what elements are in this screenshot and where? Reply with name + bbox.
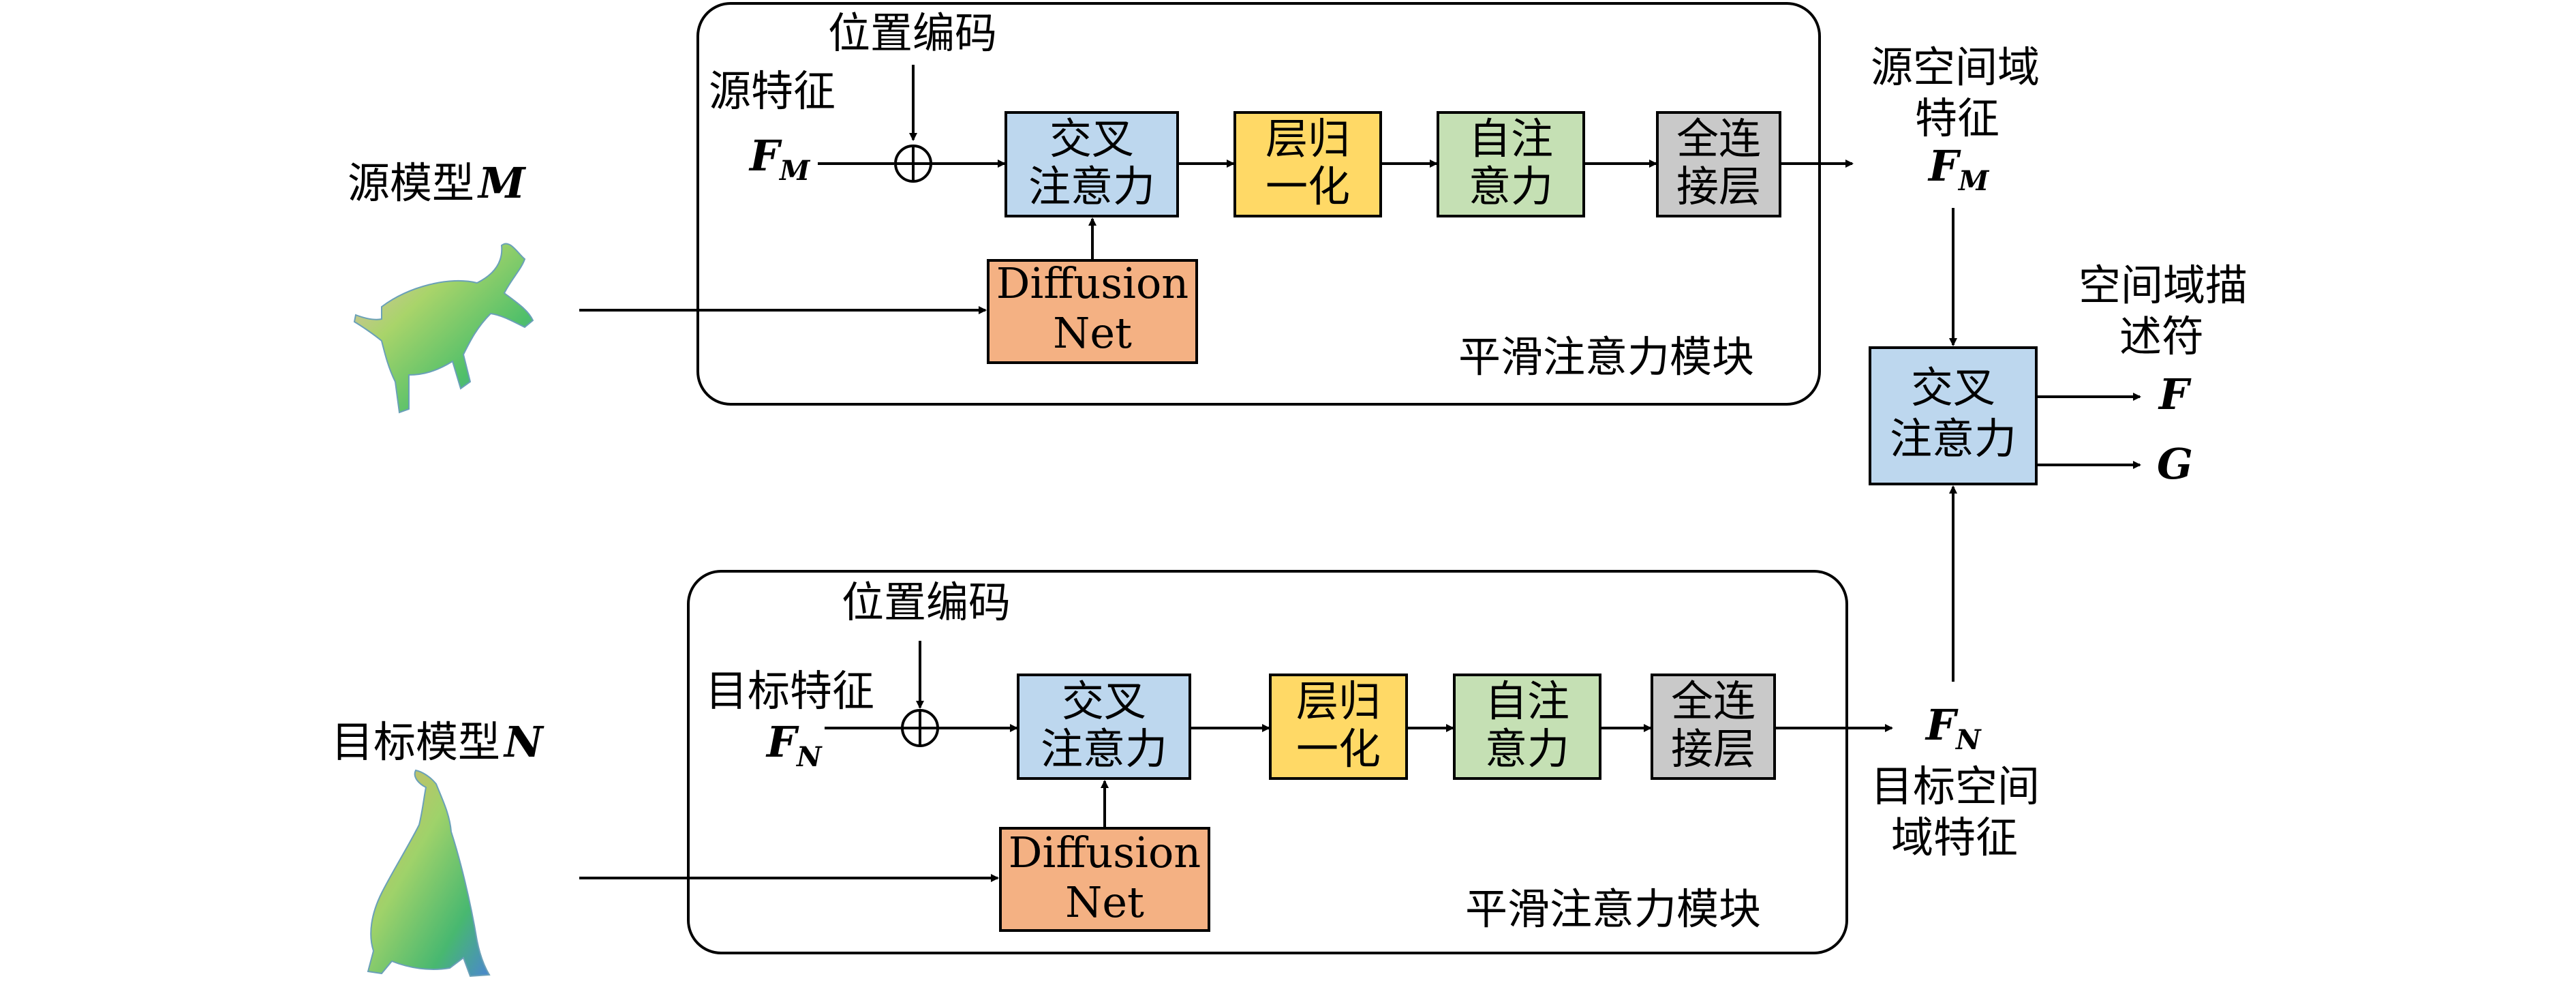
source-cross-attention-box (1005, 111, 1179, 217)
target-self-attention-line2: 意力 (1485, 724, 1569, 774)
target-layer-norm-line2: 一化 (1296, 724, 1381, 774)
target-cross-attention-box (1017, 674, 1191, 780)
target-branch: 目标模型N 平滑注意力模块 位置编码 目标特征 FN (331, 485, 2040, 978)
target-pos-encoding-label: 位置编码 (842, 577, 1011, 627)
source-diffusion-line2: Net (1053, 308, 1132, 358)
final-cross-attention-line1: 交叉 (1911, 363, 1995, 412)
source-fc-line2: 接层 (1676, 162, 1761, 211)
target-feature-label: 目标特征 (705, 666, 874, 716)
target-feature-symbol: FN (765, 717, 823, 773)
target-self-attention-line1: 自注 (1485, 676, 1569, 726)
source-out-symbol: FM (1927, 141, 1990, 197)
source-module-name: 平滑注意力模块 (1458, 332, 1754, 382)
output-f-symbol: F (2158, 369, 2192, 419)
target-diffusion-line2: Net (1065, 877, 1144, 927)
source-fc-line1: 全连 (1676, 114, 1761, 164)
target-self-attention-box (1453, 674, 1601, 780)
target-layer-norm-line1: 层归 (1296, 676, 1381, 726)
source-out-label-line1: 源空间域 (1871, 42, 2040, 92)
output-g-symbol: G (2157, 439, 2193, 489)
target-fc-line2: 接层 (1671, 724, 1755, 774)
target-out-label-line2: 域特征 (1891, 813, 2018, 862)
source-layer-norm-line2: 一化 (1266, 162, 1350, 211)
target-model-label: 目标模型N (331, 717, 545, 767)
target-module-name: 平滑注意力模块 (1465, 884, 1761, 934)
target-diffusion-line1: Diffusion (1009, 828, 1201, 877)
source-self-attention-line2: 意力 (1469, 162, 1553, 211)
target-add-operator (901, 709, 939, 747)
final-cross-attention-line2: 注意力 (1890, 414, 2017, 464)
source-out-label-line2: 特征 (1915, 93, 1999, 143)
source-cross-attention-line1: 交叉 (1049, 114, 1134, 164)
source-self-attention-line1: 自注 (1469, 114, 1553, 164)
source-pos-encoding-label: 位置编码 (828, 8, 997, 58)
target-fc-box (1651, 674, 1776, 780)
source-model-label: 源模型M (348, 158, 527, 208)
target-out-symbol: FN (1925, 700, 1982, 756)
source-add-operator (894, 145, 932, 183)
target-fc-line1: 全连 (1671, 676, 1755, 726)
target-layer-norm-box (1269, 674, 1408, 780)
source-diffusion-net-box (987, 259, 1198, 364)
source-feature-label: 源特征 (709, 66, 835, 116)
source-branch: 源模型M 平滑注意力模块 位置编码 源特征 FM (348, 2, 2040, 414)
final-cross-attention-box (1869, 346, 2038, 485)
final-branch: 交叉 注意力 空间域描 述符 F G (1869, 260, 2248, 489)
source-layer-norm-line1: 层归 (1266, 114, 1350, 164)
target-diffusion-net-box (999, 827, 1210, 932)
source-diffusion-line1: Diffusion (996, 258, 1189, 308)
descriptor-label-line2: 述符 (2119, 312, 2204, 361)
source-self-attention-box (1437, 111, 1585, 217)
source-feature-symbol: FM (748, 131, 811, 187)
source-cross-attention-line2: 注意力 (1028, 162, 1155, 211)
target-dog-model-image (367, 769, 491, 978)
descriptor-label-line1: 空间域描 (2079, 260, 2248, 310)
source-dog-model-image (353, 243, 534, 414)
target-smooth-attention-module-frame (687, 570, 1848, 954)
source-smooth-attention-module-frame (696, 2, 1821, 406)
target-out-label-line1: 目标空间 (1871, 761, 2040, 811)
target-cross-attention-line2: 注意力 (1041, 724, 1167, 774)
target-cross-attention-line1: 交叉 (1062, 676, 1146, 726)
